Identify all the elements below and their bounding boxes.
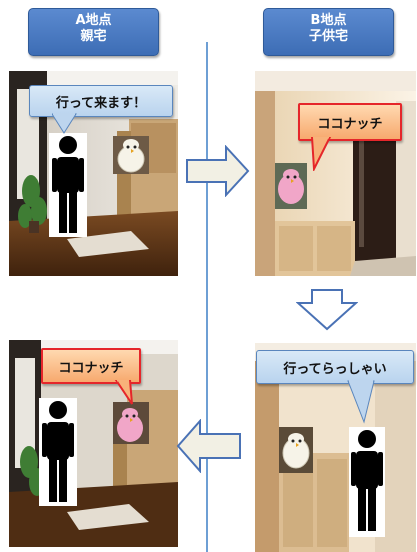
location-a-subtitle: 親宅: [80, 29, 107, 44]
center-divider: [206, 42, 208, 552]
entrance-photo: [255, 71, 416, 276]
speech-bubble-arrived-a: ココナッチ: [41, 348, 141, 384]
panel-child-home-arrival: [255, 71, 416, 276]
speech-bubble-arrived-b: ココナッチ: [298, 103, 402, 141]
speech-tail-going-out: [52, 113, 77, 134]
speech-tail-arrived-a: [114, 380, 133, 405]
location-b-title: B地点: [310, 13, 347, 28]
speech-see-you-text: 行ってらっしゃい: [283, 361, 387, 377]
arrow-left-icon: [176, 419, 241, 473]
location-a-header: A地点 親宅: [28, 8, 159, 56]
location-b-subtitle: 子供宅: [308, 29, 348, 44]
panel-parent-home-arrival: [9, 340, 178, 547]
arrow-right-icon: [186, 145, 250, 197]
speech-bubble-see-you: 行ってらっしゃい: [256, 350, 414, 384]
entrance-photo: [9, 340, 178, 547]
speech-tail-arrived-b: [310, 137, 332, 171]
arrow-down-icon: [296, 289, 358, 331]
speech-arrived-a-text: ココナッチ: [58, 360, 124, 376]
speech-tail-see-you: [347, 380, 375, 424]
location-a-title: A地点: [75, 13, 112, 28]
speech-going-out-text: 行って来ます！: [55, 95, 147, 111]
speech-arrived-b-text: ココナッチ: [317, 116, 383, 132]
speech-bubble-going-out: 行って来ます！: [29, 85, 173, 117]
location-b-header: B地点 子供宅: [263, 8, 394, 56]
